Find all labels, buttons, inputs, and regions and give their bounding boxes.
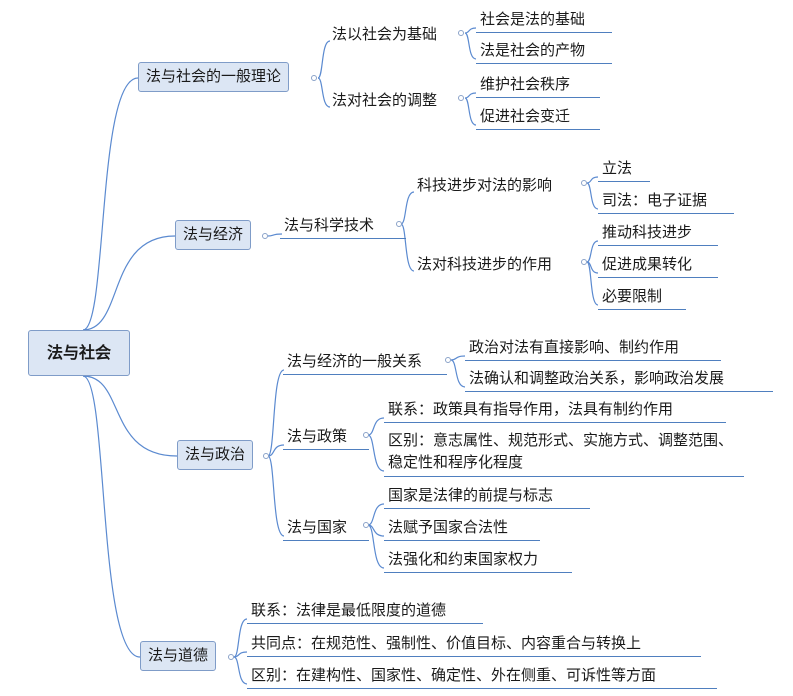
leaf-morality-link[interactable]: 联系：法律是最低限度的道德 bbox=[247, 596, 483, 624]
connector-line bbox=[450, 359, 466, 388]
node-law-role-in-tech[interactable]: 法对科技进步的作用 bbox=[417, 255, 553, 273]
node-law-based-on-society[interactable]: 法以社会为基础 bbox=[332, 25, 438, 43]
node-law-policy[interactable]: 法与政策 bbox=[283, 422, 369, 450]
connector-line bbox=[586, 240, 599, 263]
collapse-toggle-icon[interactable] bbox=[445, 357, 451, 363]
branch-law-morality[interactable]: 法与道德 bbox=[140, 641, 217, 671]
branch-law-economy[interactable]: 法与经济 bbox=[175, 220, 252, 250]
leaf-promote-results[interactable]: 促进成果转化 bbox=[598, 250, 718, 278]
leaf-maintain-order[interactable]: 维护社会秩序 bbox=[476, 70, 600, 98]
collapse-toggle-icon[interactable] bbox=[396, 221, 402, 227]
leaf-morality-common[interactable]: 共同点：在规范性、强制性、价值目标、内容重合与转换上 bbox=[247, 629, 701, 657]
connector-line bbox=[82, 375, 178, 457]
connector-line bbox=[82, 375, 141, 658]
connector-line bbox=[267, 455, 285, 537]
collapse-toggle-icon[interactable] bbox=[311, 75, 317, 81]
connector-line bbox=[367, 524, 385, 569]
connector-line bbox=[317, 40, 331, 79]
branch-law-politics[interactable]: 法与政治 bbox=[177, 440, 254, 470]
collapse-toggle-icon[interactable] bbox=[581, 259, 587, 265]
leaf-legislation[interactable]: 立法 bbox=[598, 154, 650, 182]
leaf-promote-change[interactable]: 促进社会变迁 bbox=[476, 102, 600, 130]
node-tech-impact-on-law[interactable]: 科技进步对法的影响 bbox=[417, 176, 553, 194]
node-general-relation[interactable]: 法与经济的一般关系 bbox=[283, 347, 447, 375]
branch-law-society-theory[interactable]: 法与社会的一般理论 bbox=[138, 62, 290, 92]
collapse-toggle-icon[interactable] bbox=[228, 654, 234, 660]
connector-line bbox=[267, 444, 285, 457]
connector-line bbox=[400, 191, 415, 225]
leaf-state-premise[interactable]: 国家是法律的前提与标志 bbox=[384, 481, 590, 509]
leaf-law-legitimacy[interactable]: 法赋予国家合法性 bbox=[384, 513, 540, 541]
collapse-toggle-icon[interactable] bbox=[458, 30, 464, 36]
connector-line bbox=[586, 176, 599, 184]
leaf-policy-difference[interactable]: 区别：意志属性、规范形式、实施方式、调整范围、稳定性和程序化程度 bbox=[384, 425, 744, 477]
connector-line bbox=[464, 92, 477, 99]
collapse-toggle-icon[interactable] bbox=[458, 95, 464, 101]
leaf-law-confirms-politics[interactable]: 法确认和调整政治关系，影响政治发展 bbox=[465, 364, 773, 392]
connector-line bbox=[367, 503, 385, 526]
leaf-law-constrains-power[interactable]: 法强化和约束国家权力 bbox=[384, 545, 572, 573]
collapse-toggle-icon[interactable] bbox=[363, 432, 369, 438]
leaf-society-basis[interactable]: 社会是法的基础 bbox=[476, 5, 612, 33]
connector-line bbox=[586, 261, 599, 306]
leaf-necessary-limits[interactable]: 必要限制 bbox=[598, 282, 686, 310]
leaf-drive-tech[interactable]: 推动科技进步 bbox=[598, 218, 718, 246]
connector-line bbox=[464, 27, 477, 34]
connector-line bbox=[267, 233, 283, 237]
collapse-toggle-icon[interactable] bbox=[263, 453, 269, 459]
connector-line bbox=[400, 223, 415, 272]
node-law-adjusts-society[interactable]: 法对社会的调整 bbox=[332, 91, 438, 109]
connector-line bbox=[586, 182, 599, 210]
collapse-toggle-icon[interactable] bbox=[581, 180, 587, 186]
connector-line bbox=[367, 434, 385, 472]
collapse-toggle-icon[interactable] bbox=[262, 233, 268, 239]
leaf-law-product[interactable]: 法是社会的产物 bbox=[476, 36, 612, 64]
connector-line bbox=[464, 97, 477, 126]
connector-line bbox=[82, 235, 176, 331]
connector-line bbox=[82, 77, 139, 331]
leaf-politics-influence[interactable]: 政治对法有直接影响、制约作用 bbox=[465, 333, 721, 361]
leaf-morality-difference[interactable]: 区别：在建构性、国家性、确定性、外在侧重、可诉性等方面 bbox=[247, 661, 717, 689]
connector-line bbox=[367, 417, 385, 436]
node-law-technology[interactable]: 法与科学技术 bbox=[280, 211, 406, 239]
connector-line bbox=[450, 355, 466, 361]
root-node[interactable]: 法与社会 bbox=[28, 330, 131, 376]
leaf-judicial-e-evidence[interactable]: 司法：电子证据 bbox=[598, 186, 734, 214]
collapse-toggle-icon[interactable] bbox=[363, 522, 369, 528]
connector-line bbox=[233, 618, 248, 658]
leaf-policy-link[interactable]: 联系：政策具有指导作用，法具有制约作用 bbox=[384, 395, 726, 423]
node-law-state[interactable]: 法与国家 bbox=[283, 513, 369, 541]
connector-line bbox=[464, 32, 477, 60]
connector-line bbox=[233, 656, 248, 685]
connector-line bbox=[267, 369, 285, 457]
connector-line bbox=[317, 77, 331, 108]
